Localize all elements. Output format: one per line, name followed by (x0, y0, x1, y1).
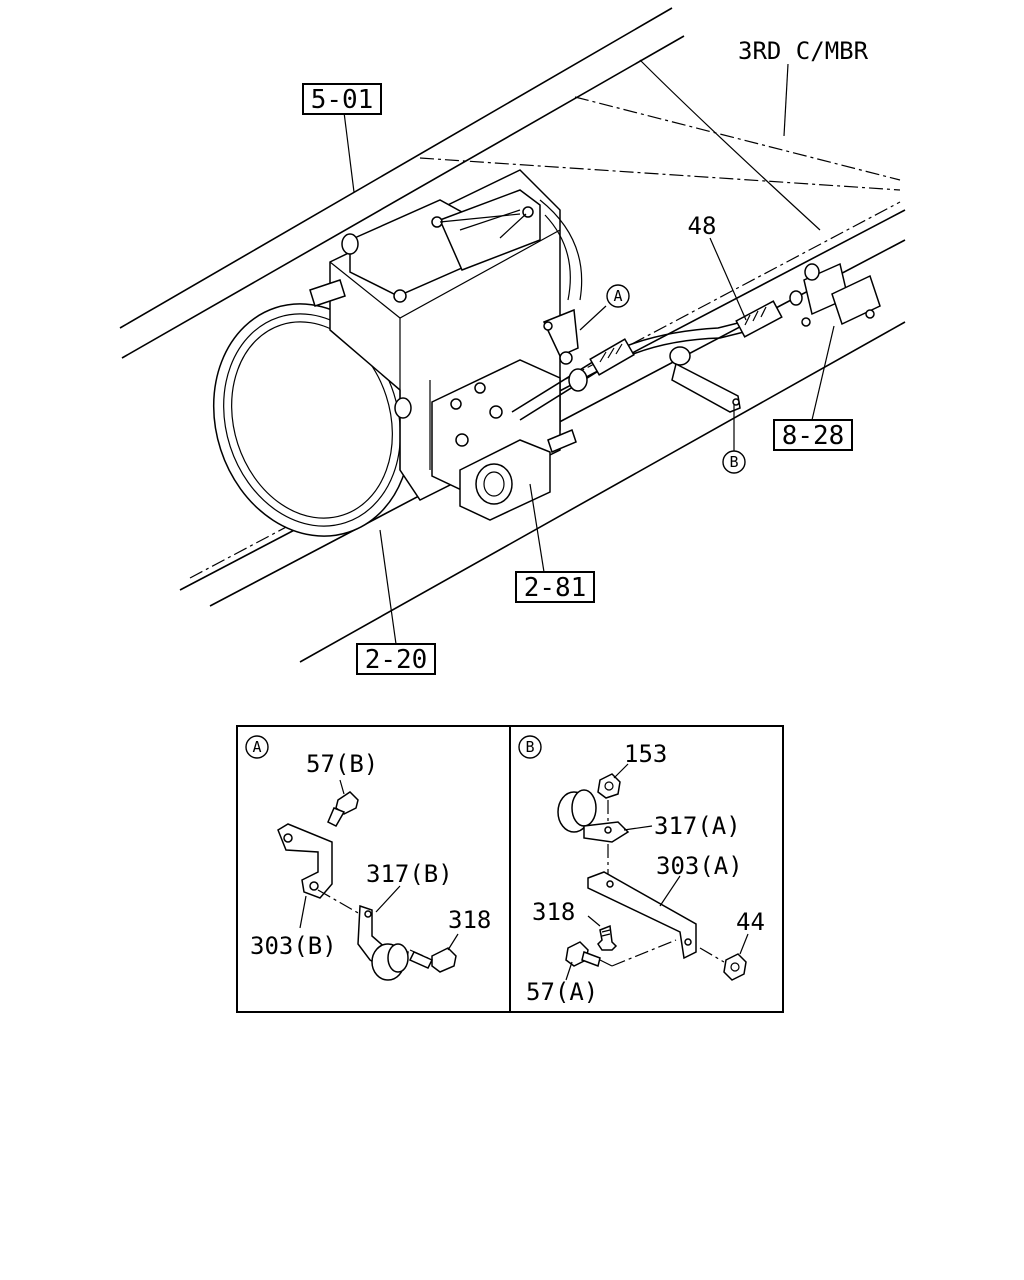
transmission-assembly (212, 169, 583, 537)
bolt-318-b-icon (597, 924, 618, 951)
callout-2-20: 2-20 (356, 643, 436, 675)
callout-48: 48 (688, 212, 717, 240)
marker-a: A (606, 284, 630, 308)
detail-a-marker: A (245, 735, 269, 759)
svg-text:B: B (729, 453, 738, 471)
callout-3rd-cmbr: 3RD C/MBR (738, 37, 869, 65)
callout-8-28: 8-28 (773, 419, 853, 451)
frame-clamp-b (669, 346, 741, 413)
valve-assembly (789, 262, 881, 327)
label-57b: 57(B) (306, 750, 378, 778)
svg-text:2-20: 2-20 (365, 645, 428, 675)
label-57a: 57(A) (526, 978, 598, 1006)
callout-2-81: 2-81 (515, 571, 595, 603)
label-303a: 303(A) (656, 852, 743, 880)
hose-fitting-right (735, 300, 783, 338)
bracket-303a-icon (587, 871, 697, 960)
svg-text:2-81: 2-81 (524, 573, 587, 603)
nut-44-icon (723, 953, 747, 981)
clamp-317b-icon (357, 904, 409, 981)
svg-text:A: A (613, 287, 622, 305)
svg-text:B: B (525, 738, 534, 756)
callout-5-01: 5-01 (302, 83, 382, 115)
hose-48 (511, 300, 783, 421)
label-44: 44 (736, 908, 765, 936)
third-crossmember (419, 59, 901, 231)
label-318-b: 318 (532, 898, 575, 926)
detail-b-marker: B (518, 735, 542, 759)
detail-b: B (518, 735, 765, 1006)
label-317b: 317(B) (366, 860, 453, 888)
label-153: 153 (624, 740, 667, 768)
clamp-317a-icon (557, 789, 630, 843)
detail-a: A 57(B) 317(B (245, 735, 491, 981)
label-318-a: 318 (448, 906, 491, 934)
label-317a: 317(A) (654, 812, 741, 840)
hose-fitting-left (568, 338, 635, 392)
bolt-57b-icon (327, 791, 359, 827)
label-303b: 303(B) (250, 932, 337, 960)
svg-text:8-28: 8-28 (782, 421, 845, 451)
svg-text:5-01: 5-01 (311, 85, 374, 115)
bracket-303b-icon (277, 823, 361, 915)
marker-b: B (722, 450, 746, 474)
bolt-57a-icon (565, 941, 601, 967)
leader-lines (343, 63, 835, 645)
svg-text:A: A (252, 738, 261, 756)
nut-153-icon (597, 773, 621, 799)
